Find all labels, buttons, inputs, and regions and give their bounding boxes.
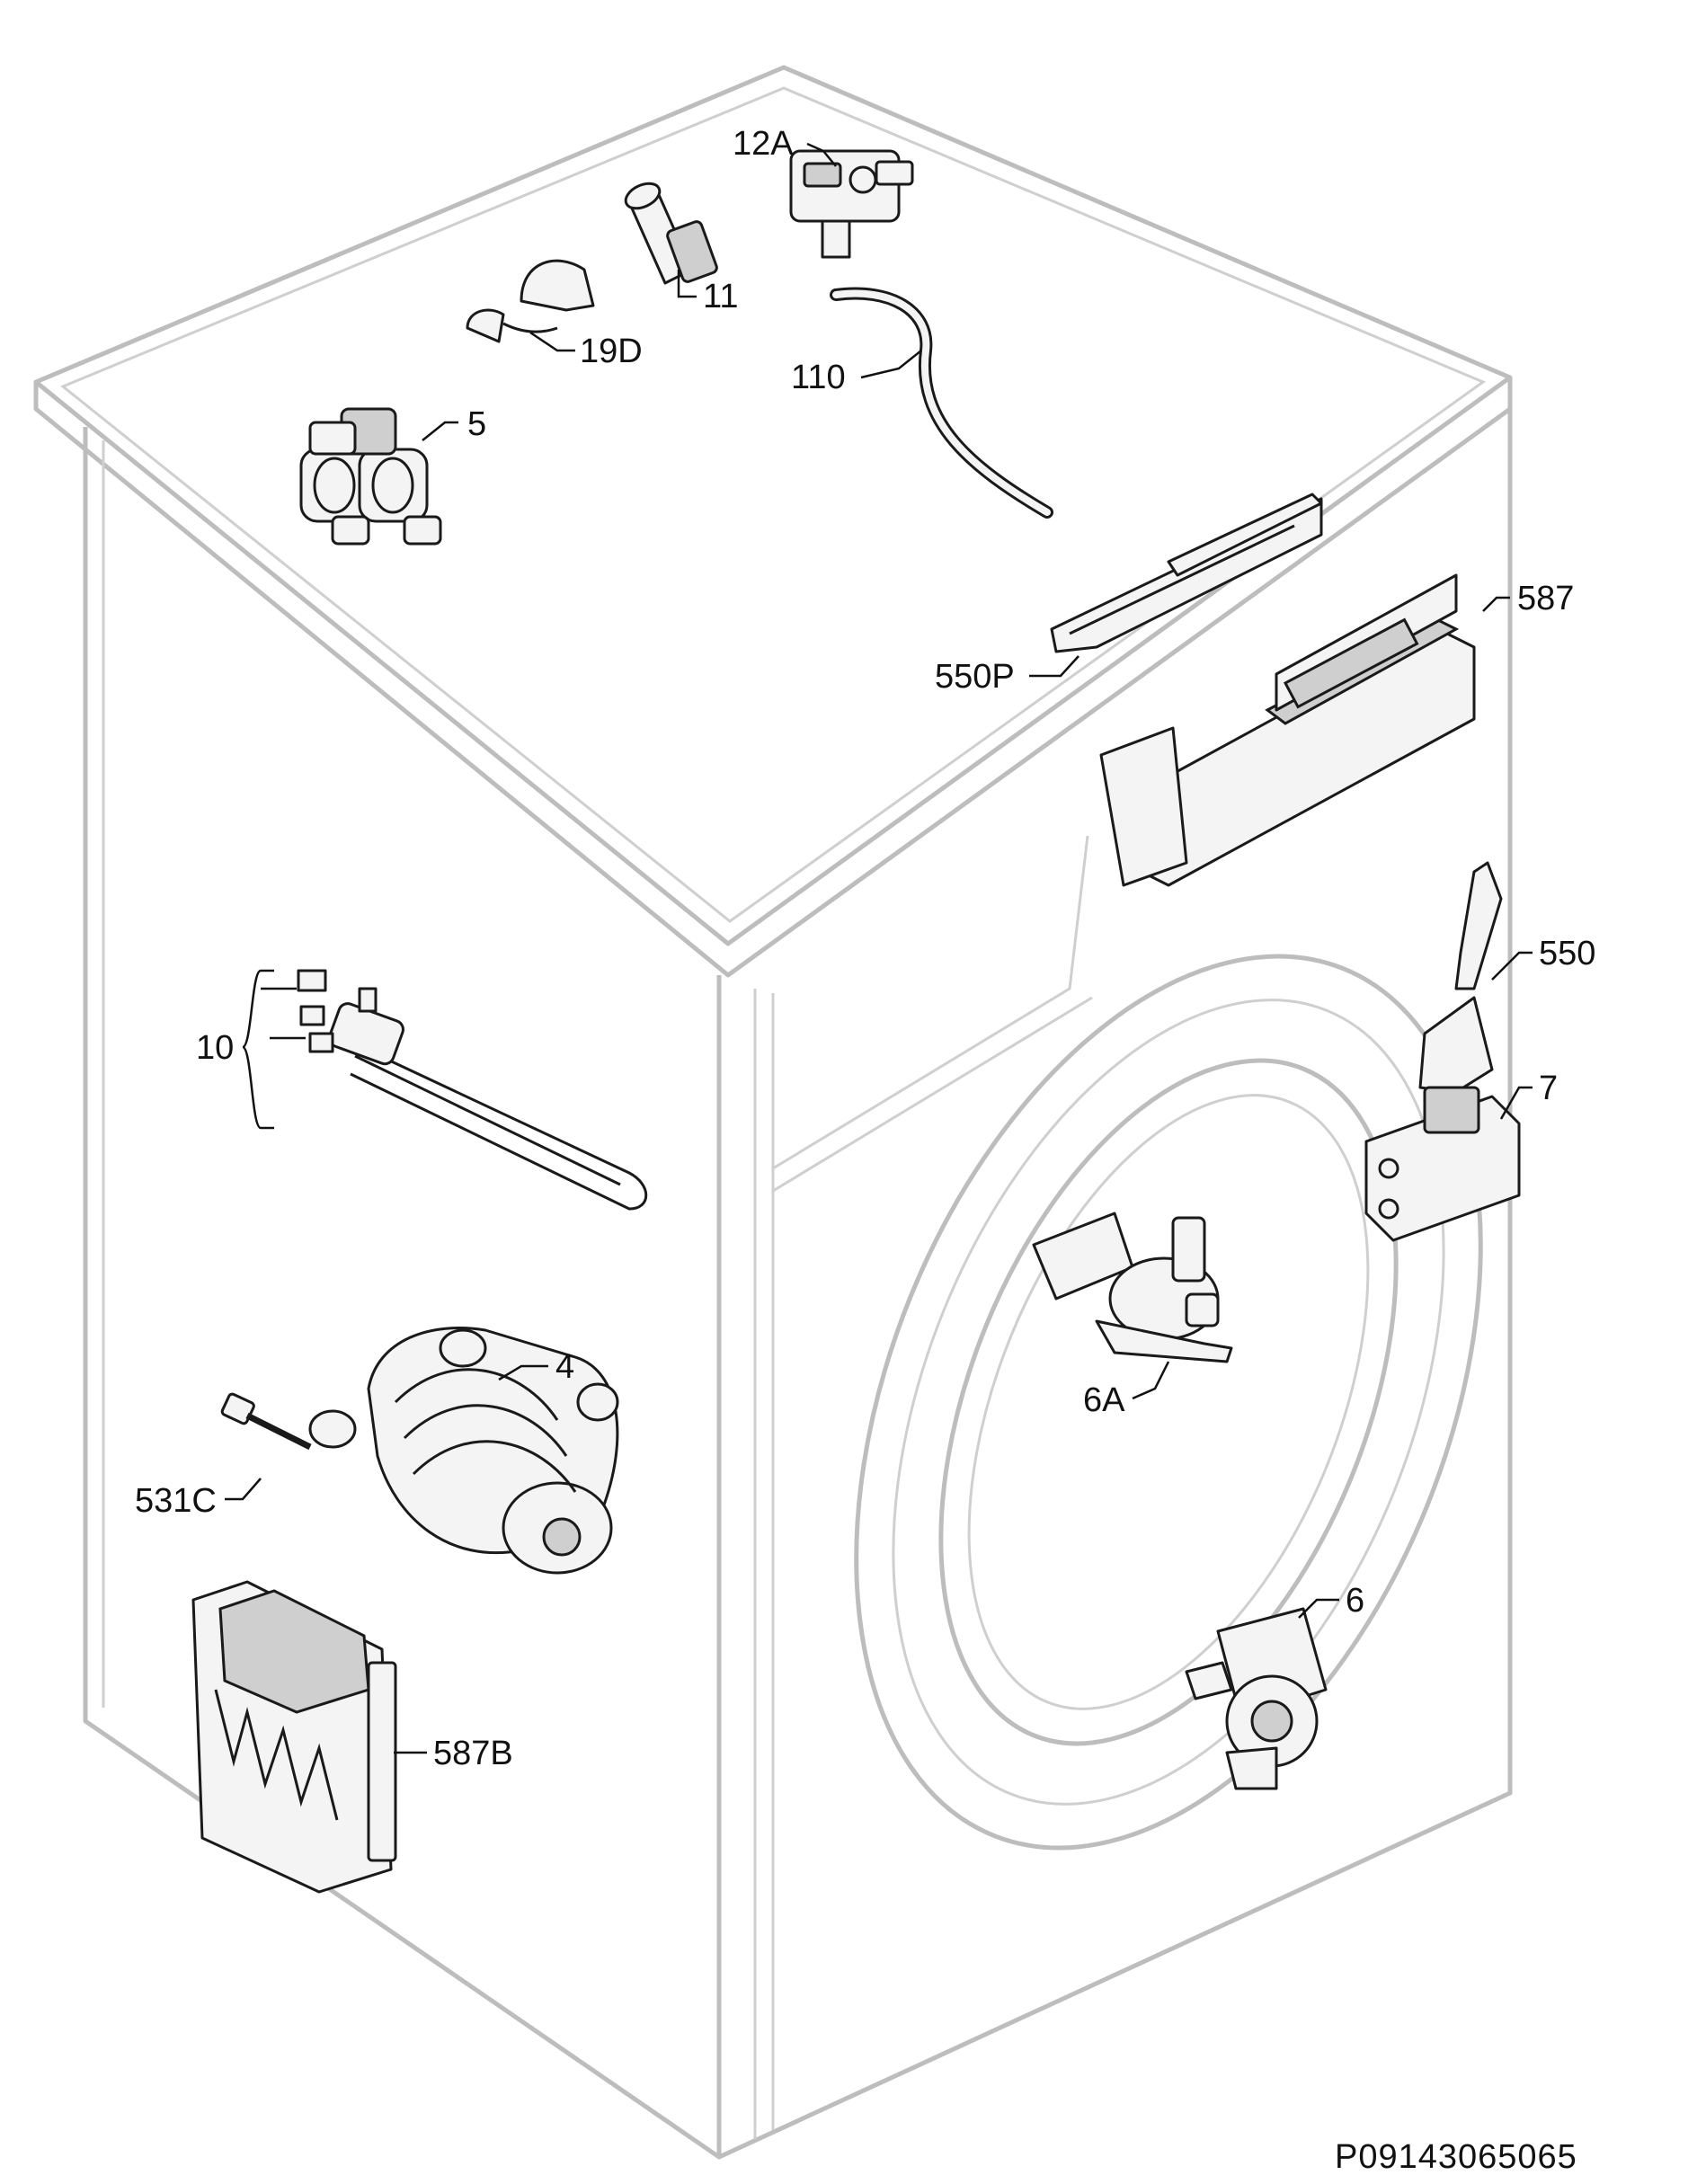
motor-icon[interactable]: [308, 1327, 619, 1575]
leader-line-550p: [1029, 655, 1080, 678]
label-550p[interactable]: 550P: [935, 658, 1015, 696]
capacitor-filter-icon[interactable]: [622, 179, 718, 285]
label-19d[interactable]: 19D: [580, 333, 643, 370]
label-6[interactable]: 6: [1346, 1582, 1364, 1620]
part-labels: 12A 11 19D 110 5 550P 587 550 7 10 6A 4 …: [135, 125, 1595, 1772]
heating-element-icon[interactable]: [297, 969, 648, 1211]
door-lock-icon[interactable]: [1364, 1086, 1521, 1242]
door-handle-icon[interactable]: [1418, 861, 1503, 1094]
leader-line-531c: [225, 1478, 262, 1501]
label-7[interactable]: 7: [1539, 1070, 1558, 1107]
label-11[interactable]: 11: [703, 278, 738, 315]
wire-clip-icon[interactable]: [466, 259, 595, 343]
control-panel-frame-icon[interactable]: [1050, 493, 1323, 653]
label-10[interactable]: 10: [196, 1029, 234, 1067]
leader-line-10: [241, 969, 274, 1130]
leader-line-6: [1298, 1598, 1339, 1619]
electronic-board-icon[interactable]: [1099, 573, 1476, 887]
leader-line-11: [677, 270, 697, 298]
screw-icon[interactable]: [220, 1392, 312, 1451]
motor-control-module-icon[interactable]: [191, 1580, 397, 1894]
leader-line-550: [1491, 951, 1533, 981]
leader-line-7: [1499, 1086, 1533, 1120]
leader-line-5: [422, 421, 458, 441]
pressure-switch-icon[interactable]: [789, 149, 914, 259]
leader-line-587: [1482, 596, 1510, 612]
circulation-pump-icon[interactable]: [1032, 1212, 1233, 1363]
leader-line-110: [860, 350, 922, 379]
label-12a[interactable]: 12A: [733, 125, 794, 163]
label-4[interactable]: 4: [555, 1348, 574, 1386]
label-6a[interactable]: 6A: [1083, 1381, 1125, 1419]
hose-icon[interactable]: [830, 287, 1053, 519]
leader-line-6a: [1132, 1361, 1170, 1400]
inlet-valve-icon[interactable]: [299, 407, 442, 546]
cabinet-outline: [33, 65, 1513, 2160]
label-550[interactable]: 550: [1539, 935, 1595, 972]
leader-line-4: [498, 1364, 548, 1381]
label-531c[interactable]: 531C: [135, 1482, 217, 1520]
label-587[interactable]: 587: [1517, 580, 1574, 617]
drain-pump-icon[interactable]: [1185, 1607, 1328, 1790]
label-110[interactable]: 110: [791, 359, 846, 396]
leader-line-19d: [529, 331, 575, 352]
document-id: P09143065065: [1335, 2138, 1577, 2176]
label-587b[interactable]: 587B: [433, 1735, 513, 1772]
label-5[interactable]: 5: [467, 405, 486, 443]
leader-line-12a: [806, 142, 837, 167]
